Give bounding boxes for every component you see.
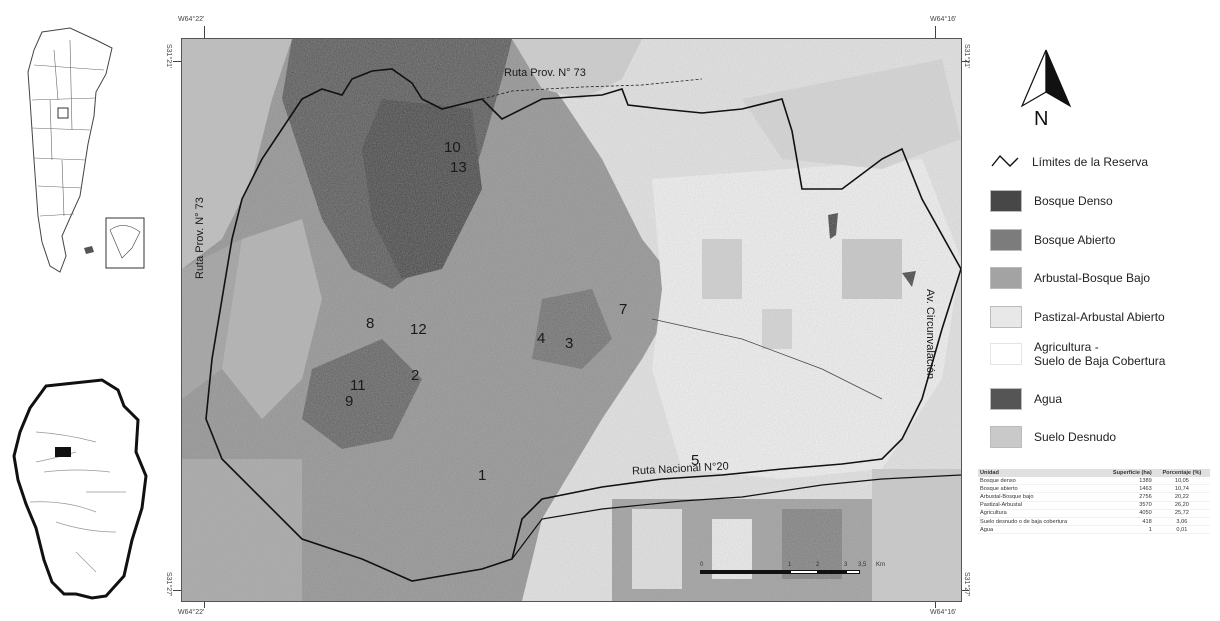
table-cell: Arbustal-Bosque bajo [978, 492, 1098, 502]
table-cell: 0,01 [1153, 525, 1210, 535]
table-cell: 20,22 [1153, 492, 1210, 502]
table-cell: 1389 [1097, 477, 1154, 486]
north-arrow-icon [1020, 49, 1072, 108]
legend-item-boundary: Límites de la Reserva [990, 152, 1148, 172]
table-header-row: Unidad Superficie (ha) Porcentaje (%) [978, 469, 1210, 477]
table-cell: Pastizal-Arbustal [978, 501, 1098, 510]
table-cell: Agua [978, 525, 1098, 535]
land-cover-table: Unidad Superficie (ha) Porcentaje (%) Bo… [978, 469, 1210, 535]
table-header: Unidad [978, 469, 1098, 477]
table-cell: 10,05 [1153, 477, 1210, 486]
table-cell: 10,74 [1153, 484, 1210, 494]
legend-item-bosque-abierto: Bosque Abierto [990, 229, 1115, 251]
coord-bottom-left: W64°22' [178, 609, 205, 616]
table-cell: 26,20 [1153, 501, 1210, 510]
tick-mark [173, 590, 181, 591]
sampling-point-label: 7 [619, 301, 628, 318]
legend-item-pastizal: Pastizal-Arbustal Abierto [990, 306, 1165, 328]
table-cell: Suelo desnudo o de baja cobertura [978, 517, 1098, 527]
legend-swatch [990, 267, 1022, 289]
sampling-point-label: 8 [366, 315, 375, 332]
land-cover-map: Ruta Prov. N° 73 Ruta Prov. N° 73 Av. Ci… [181, 38, 962, 602]
table-cell: 2756 [1097, 492, 1154, 502]
legend-swatch [990, 229, 1022, 251]
coord-bottom-right: W64°16' [930, 609, 957, 616]
tick-mark [204, 600, 205, 608]
sampling-point-label: 5 [691, 452, 700, 469]
table-cell: Bosque abierto [978, 484, 1098, 494]
sampling-point-label: 13 [450, 159, 467, 176]
coord-left-bottom: S31°27' [165, 572, 172, 597]
table-cell: 1463 [1097, 484, 1154, 494]
table-header: Porcentaje (%) [1153, 469, 1210, 477]
table-cell: 25,72 [1153, 509, 1210, 518]
table-cell: 418 [1097, 517, 1154, 527]
legend-swatch [990, 190, 1022, 212]
legend-swatch [990, 388, 1022, 410]
sampling-point-label: 1 [478, 467, 487, 484]
table-cell: Agricultura [978, 509, 1098, 518]
land-cover-raster [182, 39, 961, 601]
sampling-point-label: 3 [565, 335, 574, 352]
sampling-point-label: 10 [444, 139, 461, 156]
coord-right-bottom: S31°27' [963, 572, 970, 597]
legend-item-agua: Agua [990, 388, 1062, 410]
sampling-point-label: 4 [537, 330, 546, 347]
argentina-inset-map [27, 27, 145, 273]
scale-label: 0 [700, 562, 704, 568]
road-label-prov73-top: Ruta Prov. N° 73 [504, 67, 586, 79]
coord-left-top: S31°21' [165, 44, 172, 69]
legend-item-agricultura: Agricultura - Suelo de Baja Cobertura [990, 340, 1165, 368]
scale-label: 3,5 [858, 562, 867, 568]
table-cell: Bosque denso [978, 477, 1098, 486]
scale-label: 3 [844, 562, 848, 568]
tick-mark [961, 590, 969, 591]
table-cell: 4050 [1097, 509, 1154, 518]
legend-item-arbustal: Arbustal-Bosque Bajo [990, 267, 1150, 289]
coord-top-right: W64°16' [930, 16, 957, 23]
table-header: Superficie (ha) [1097, 469, 1154, 477]
scale-bar: 0 1 2 3 3,5 Km [700, 562, 910, 582]
coord-right-top: S31°21' [963, 44, 970, 69]
road-label-prov73-left: Ruta Prov. N° 73 [194, 197, 206, 279]
scale-label: 1 [788, 562, 792, 568]
table-cell: 3570 [1097, 501, 1154, 510]
coord-top-left: W64°22' [178, 16, 205, 23]
boundary-line-icon [991, 154, 1019, 167]
legend-swatch [990, 426, 1022, 448]
cordoba-inset-map [12, 378, 148, 600]
legend-item-suelo-desnudo: Suelo Desnudo [990, 426, 1116, 448]
scale-label: Km [876, 562, 885, 568]
sampling-point-label: 11 [350, 377, 366, 394]
tick-mark [961, 61, 969, 62]
sampling-point-label: 2 [411, 367, 420, 384]
north-letter: N [1034, 108, 1049, 130]
tick-mark [204, 26, 205, 38]
sampling-point-label: 9 [345, 393, 354, 410]
tick-mark [935, 26, 936, 38]
legend-item-bosque-denso: Bosque Denso [990, 190, 1113, 212]
table-cell: 1 [1097, 525, 1154, 535]
legend-swatch [990, 306, 1022, 328]
table-cell: 3,06 [1153, 517, 1210, 527]
road-label-circunvalacion: Av. Circunvalación [924, 289, 936, 380]
tick-mark [935, 600, 936, 608]
tick-mark [173, 61, 181, 62]
scale-label: 2 [816, 562, 820, 568]
legend-swatch [990, 343, 1022, 365]
sampling-point-label: 12 [410, 321, 427, 338]
